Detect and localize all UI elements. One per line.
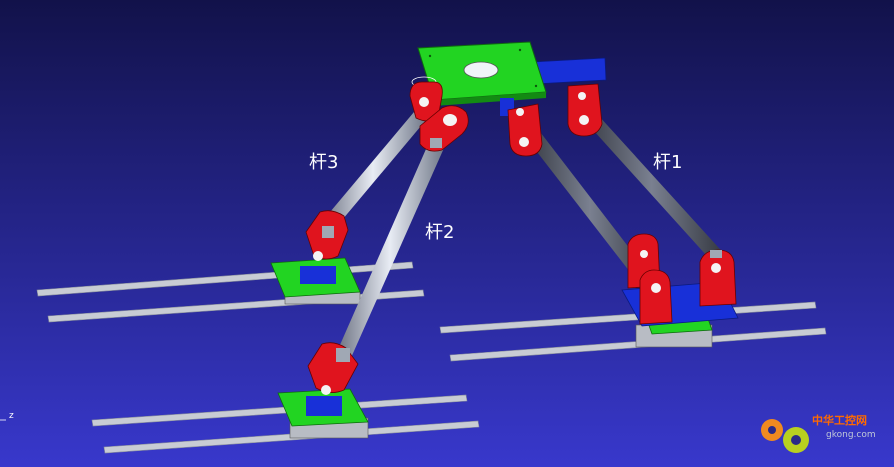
rod-2 (336, 140, 444, 360)
axis-z-label: z (9, 411, 14, 421)
joint-rod3-bottom (305, 210, 349, 261)
rod-1-parallel (520, 124, 660, 294)
joint-rod1-bottom (699, 249, 737, 307)
rod-2-label: 杆2 (425, 222, 454, 243)
slider-base-lower-left (277, 388, 369, 439)
joint-rod2-bottom (307, 342, 359, 395)
joint-rod1-parallel-bottom (627, 233, 673, 325)
gear-icon (761, 419, 809, 453)
rod-1 (575, 104, 728, 266)
rod-3 (320, 112, 426, 232)
watermark-logo: 中华工控网 gkong.com (761, 413, 876, 453)
rod-3-label: 杆3 (309, 152, 338, 173)
watermark-url: gkong.com (826, 430, 876, 440)
axis-triad: z (0, 411, 14, 421)
joint-top-mid (500, 98, 543, 157)
slider-base-upper-left (270, 257, 361, 305)
joint-top-left-b (419, 105, 469, 152)
rod-1-label: 杆1 (653, 152, 682, 173)
watermark-name: 中华工控网 (812, 413, 867, 427)
joint-top-right (567, 83, 603, 137)
moving-platform (411, 41, 607, 106)
